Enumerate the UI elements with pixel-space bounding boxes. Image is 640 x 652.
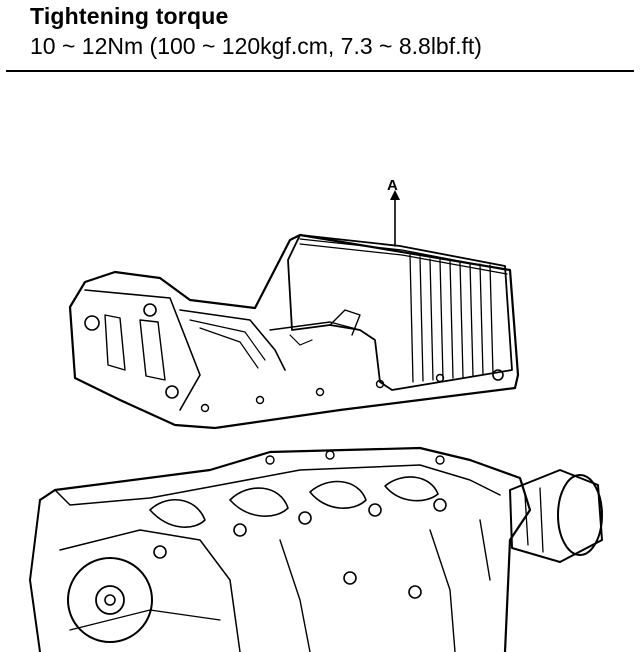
divider-rule: [6, 70, 634, 72]
callout-label-a: A: [387, 177, 398, 194]
oil-pan-illustration: A: [0, 160, 640, 652]
spec-value: 10 ~ 12Nm (100 ~ 120kgf.cm, 7.3 ~ 8.8lbf…: [30, 33, 482, 59]
oil-filter: [509, 469, 603, 563]
torque-spec: Tightening torque 10 ~ 12Nm (100 ~ 120kg…: [30, 2, 630, 61]
engine-block: [29, 446, 532, 652]
oil-pan: [68, 233, 520, 430]
callout-leader: [390, 190, 400, 247]
spec-title: Tightening torque: [30, 3, 229, 29]
